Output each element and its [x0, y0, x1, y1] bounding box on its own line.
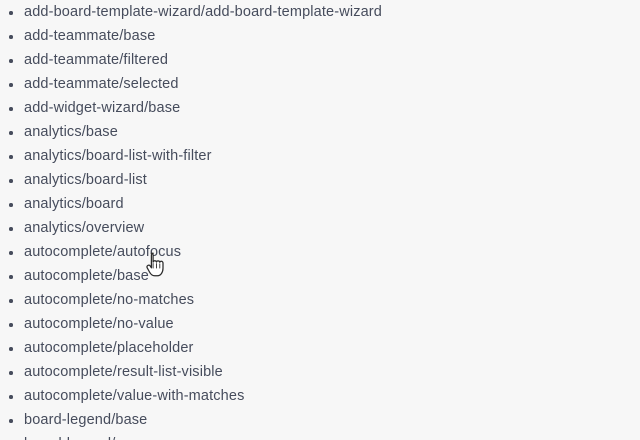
- bullet-icon: [9, 395, 13, 399]
- bullet-icon: [9, 419, 13, 423]
- bullet-icon: [9, 59, 13, 63]
- list-item-label: board-legend/...: [24, 432, 128, 440]
- list-item[interactable]: autocomplete/value-with-matches: [0, 384, 640, 408]
- list-item[interactable]: autocomplete/autofocus: [0, 240, 640, 264]
- list-item-label: autocomplete/value-with-matches: [24, 388, 245, 404]
- list-item-label: analytics/board-list-with-filter: [24, 148, 212, 164]
- list-item[interactable]: add-board-template-wizard/add-board-temp…: [0, 0, 640, 24]
- bullet-icon: [9, 155, 13, 159]
- list-item-label: add-teammate/base: [24, 28, 156, 44]
- bullet-icon: [9, 107, 13, 111]
- list-item-label: analytics/base: [24, 124, 118, 140]
- list-item-label: add-widget-wizard/base: [24, 100, 181, 116]
- list-item[interactable]: autocomplete/placeholder: [0, 336, 640, 360]
- bullet-icon: [9, 11, 13, 15]
- list-item[interactable]: autocomplete/base: [0, 264, 640, 288]
- bullet-icon: [9, 179, 13, 183]
- bullet-icon: [9, 299, 13, 303]
- list-item[interactable]: analytics/board: [0, 192, 640, 216]
- bullet-icon: [9, 203, 13, 207]
- bullet-icon: [9, 323, 13, 327]
- list-item-label: analytics/board: [24, 196, 124, 212]
- list-item[interactable]: autocomplete/no-value: [0, 312, 640, 336]
- bullet-icon: [9, 275, 13, 279]
- bullet-icon: [9, 131, 13, 135]
- list-item[interactable]: add-teammate/base: [0, 24, 640, 48]
- list-item-label: board-legend/base: [24, 412, 148, 428]
- list-item[interactable]: add-widget-wizard/base: [0, 96, 640, 120]
- list-item[interactable]: board-legend/base: [0, 408, 640, 432]
- bullet-icon: [9, 251, 13, 255]
- list-item[interactable]: board-legend/...: [0, 432, 640, 440]
- list-item[interactable]: analytics/base: [0, 120, 640, 144]
- list-item[interactable]: autocomplete/result-list-visible: [0, 360, 640, 384]
- list-item[interactable]: analytics/board-list: [0, 168, 640, 192]
- list-item-label: autocomplete/placeholder: [24, 340, 194, 356]
- list-item[interactable]: analytics/board-list-with-filter: [0, 144, 640, 168]
- bullet-icon: [9, 347, 13, 351]
- list-item-label: autocomplete/autofocus: [24, 244, 182, 260]
- bullet-icon: [9, 83, 13, 87]
- list-item-label: add-teammate/selected: [24, 76, 179, 92]
- list-item-label: add-teammate/filtered: [24, 52, 169, 68]
- list-item[interactable]: analytics/overview: [0, 216, 640, 240]
- bullet-icon: [9, 371, 13, 375]
- list-item[interactable]: autocomplete/no-matches: [0, 288, 640, 312]
- list-item-label: analytics/overview: [24, 220, 145, 236]
- list-item-label: add-board-template-wizard/add-board-temp…: [24, 4, 382, 20]
- bullet-icon: [9, 35, 13, 39]
- list-item-label: autocomplete/base: [24, 268, 149, 284]
- list-item-label: autocomplete/no-value: [24, 316, 174, 332]
- list-item-label: autocomplete/no-matches: [24, 292, 195, 308]
- list-item[interactable]: add-teammate/selected: [0, 72, 640, 96]
- list-item-label: autocomplete/result-list-visible: [24, 364, 223, 380]
- list-item-label: analytics/board-list: [24, 172, 147, 188]
- bullet-icon: [9, 227, 13, 231]
- list-item[interactable]: add-teammate/filtered: [0, 48, 640, 72]
